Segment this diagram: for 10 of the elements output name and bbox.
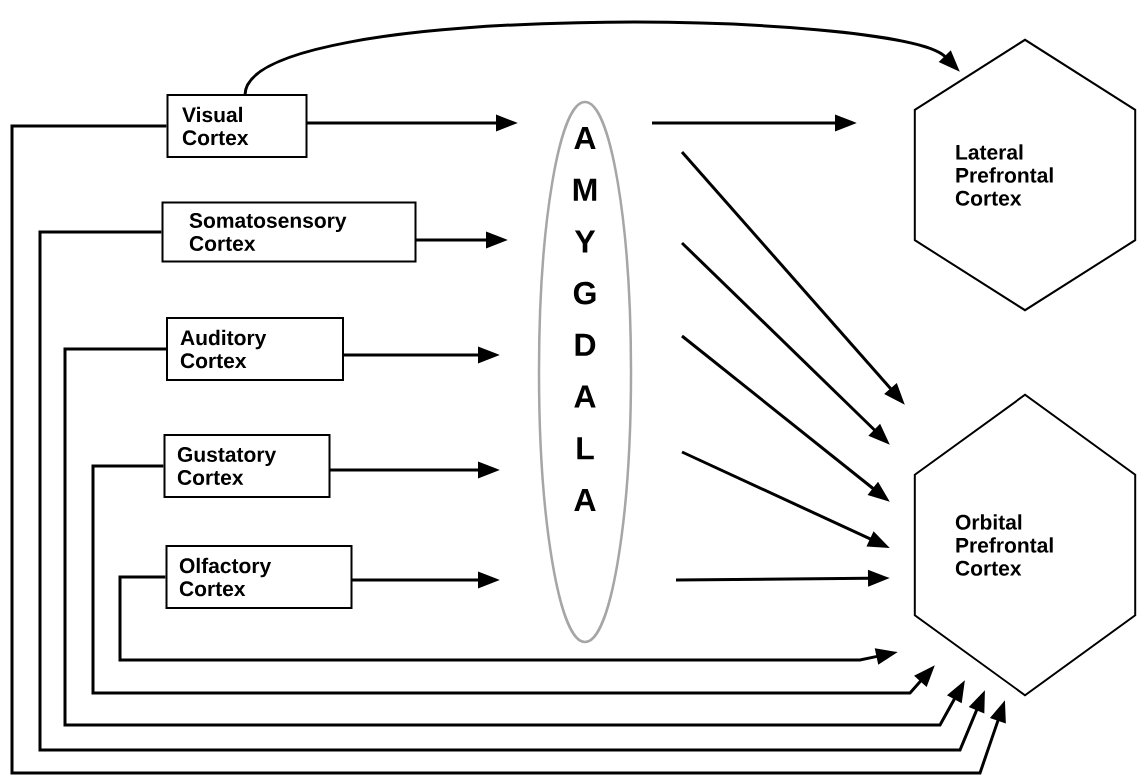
- cortex-box: Gustatory Cortex: [163, 434, 331, 498]
- hexagon: Orbital Prefrontal Cortex: [913, 393, 1137, 697]
- hexagon: Lateral Prefrontal Cortex: [913, 38, 1137, 312]
- cortex-box: Visual Cortex: [166, 94, 308, 158]
- arrow: [63, 347, 965, 727]
- cortex-box: Olfactory Cortex: [165, 545, 353, 609]
- cortex-box: Auditory Cortex: [166, 317, 344, 381]
- arrow: [38, 230, 985, 752]
- arrow: [10, 124, 1006, 775]
- cortex-box: Somatosensory Cortex: [161, 201, 417, 263]
